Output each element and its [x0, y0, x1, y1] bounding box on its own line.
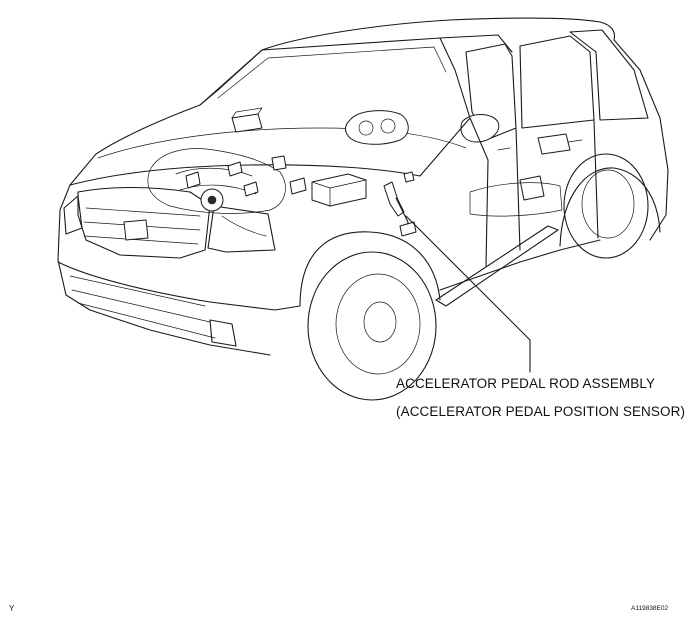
b-pillar: [515, 127, 521, 251]
right-headlamp: [207, 205, 276, 253]
front-hub: [363, 301, 397, 343]
rear-door-window: [519, 35, 595, 129]
accelerator-pedal-pad: [399, 221, 417, 237]
engine-sensor-5: [289, 177, 307, 195]
callout-leader-line: [405, 215, 531, 373]
vehicle-body: [57, 17, 669, 401]
junction-block: [311, 173, 367, 207]
fog-lamp: [209, 319, 237, 347]
fuel-tank: [469, 182, 563, 217]
bumper-slot-2: [71, 289, 211, 323]
ecm-box-top: [231, 107, 263, 119]
front-fascia: [57, 184, 271, 356]
windshield: [199, 37, 471, 119]
quarter-window: [569, 29, 649, 121]
rear-wheel-arch: [559, 167, 661, 247]
figure-id-code: A119838E02: [631, 605, 669, 612]
accelerator-pedal-bracket: [383, 181, 405, 217]
windshield-inner: [217, 46, 447, 99]
bumper-slot-1: [69, 275, 206, 307]
callout-label-pedal-position-sensor: (ACCELERATOR PEDAL POSITION SENSOR): [396, 404, 686, 419]
corner-mark-left: Y: [9, 604, 15, 613]
engine-bay: [147, 107, 367, 214]
rear-door-edge: [593, 119, 599, 239]
roof-outline: [261, 17, 616, 51]
hood-outline: [69, 104, 471, 186]
a-pillar: [439, 34, 513, 53]
left-headlamp: [63, 195, 83, 235]
front-bumper: [57, 261, 301, 311]
canister: [537, 133, 571, 155]
meter-dial-right: [380, 118, 396, 134]
engine-sensor-2: [227, 161, 243, 177]
engine-sensor-1: [185, 171, 201, 189]
meter-dial-left: [358, 120, 374, 136]
hood-line: [97, 127, 467, 159]
rear-pillar: [613, 39, 669, 241]
engine-cover: [147, 148, 286, 214]
junction-block-top: [311, 179, 367, 207]
running-board: [435, 225, 559, 307]
rear-rim: [581, 169, 635, 239]
grille-bar-1: [85, 207, 201, 217]
front-emblem: [123, 219, 149, 241]
front-tire: [307, 251, 437, 401]
throttle-body-center: [207, 195, 217, 205]
cabin-components: [345, 110, 571, 237]
bumper-slot-3: [77, 302, 216, 339]
side-mirror: [460, 114, 500, 143]
rear-tire: [563, 153, 649, 259]
engine-sensor-4: [271, 155, 287, 171]
front-door-edge: [469, 117, 489, 267]
ecm-box: [231, 113, 263, 133]
grille-bar-3: [83, 235, 199, 245]
callout-label-pedal-rod-assembly: ACCELERATOR PEDAL ROD ASSEMBLY: [396, 376, 656, 391]
fuel-pump-module: [519, 175, 545, 201]
front-wheel-arch: [299, 231, 441, 307]
right-headlamp-detail: [221, 215, 267, 237]
engine-sensor-3: [243, 181, 259, 197]
brake-switch: [403, 171, 415, 183]
front-rim: [335, 273, 421, 375]
door-handle-front: [497, 147, 511, 151]
grille-top: [77, 186, 211, 259]
door-handle-rear: [567, 139, 583, 143]
combination-meter: [345, 110, 409, 145]
rocker-panel: [439, 239, 601, 291]
